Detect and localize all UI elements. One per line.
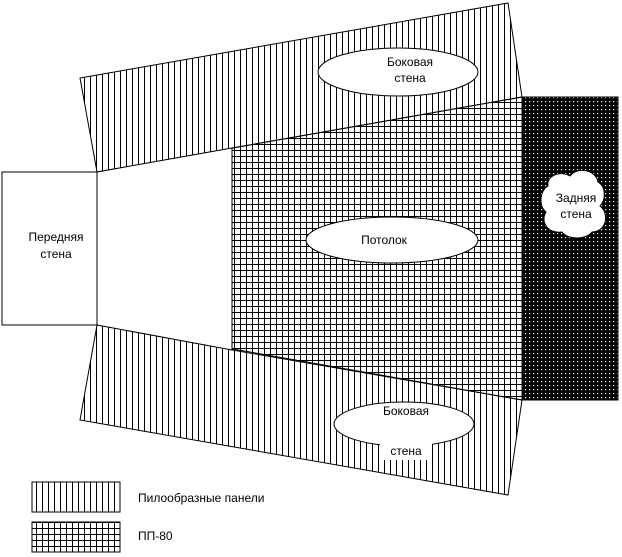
- back-wall-region: [521, 96, 619, 401]
- ceiling-bubble: [305, 216, 479, 264]
- side-wall-top-label-2: стена: [394, 71, 426, 85]
- legend-label-sawtooth-panels: Пилообразные панели: [138, 491, 264, 505]
- side-wall-bottom-label-bg: [380, 440, 432, 460]
- legend-swatch-grid: [31, 521, 121, 553]
- side-wall-bottom-label-2: стена: [390, 444, 422, 458]
- front-wall-label-1: Передняя: [28, 230, 83, 244]
- side-wall-top-label-1: Боковая: [387, 55, 433, 69]
- ceiling-open-area: [96, 147, 233, 351]
- front-wall-label-2: стена: [40, 247, 72, 261]
- back-wall-label-1: Задняя: [556, 191, 597, 205]
- side-wall-bottom-label-1: Боковая: [383, 404, 429, 418]
- front-wall-region: [1, 171, 98, 326]
- back-wall-bubble: [540, 169, 607, 239]
- legend-swatch-vertical-lines: [31, 481, 121, 513]
- ceiling-label: Потолок: [361, 233, 408, 247]
- back-wall-label-2: стена: [560, 207, 592, 221]
- side-wall-top-bubble: [317, 47, 479, 97]
- legend-label-pp80: ПП-80: [138, 529, 173, 543]
